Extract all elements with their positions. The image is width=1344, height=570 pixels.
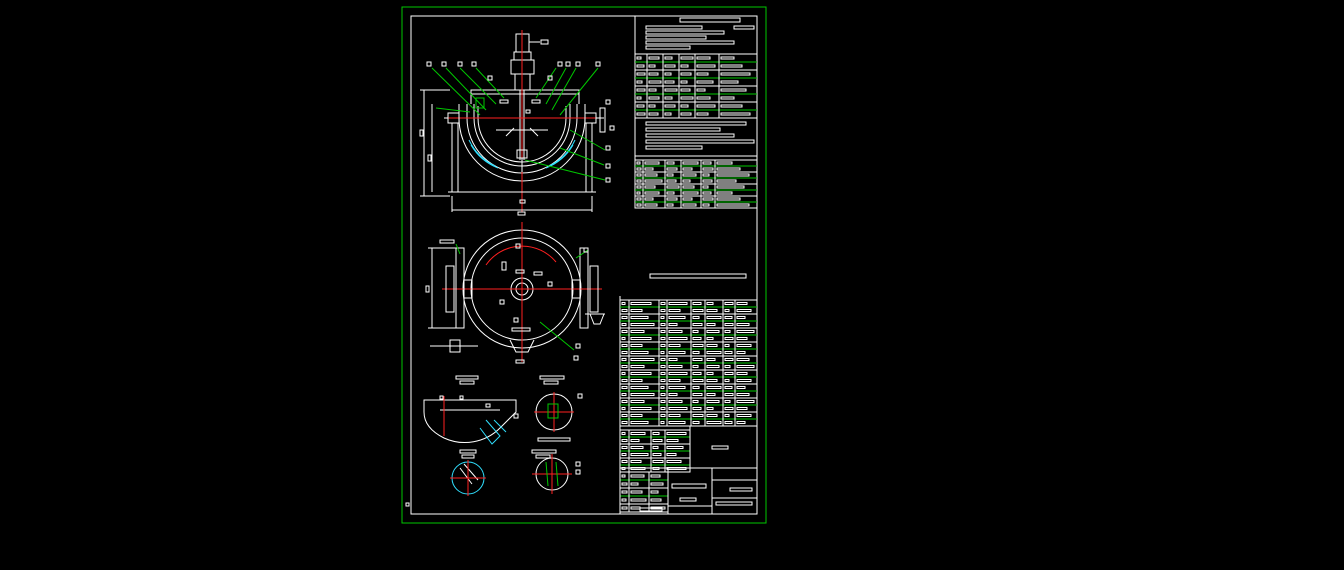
detail-elbow <box>450 449 486 496</box>
detail-outlet <box>423 375 519 445</box>
frame-marker <box>405 502 410 507</box>
detail-flange <box>534 375 583 442</box>
technical-characteristics-table <box>634 15 758 55</box>
nozzle-table <box>634 53 758 119</box>
front-section-view <box>419 30 615 216</box>
title-block <box>619 425 758 515</box>
detail-sight-glass <box>531 449 581 494</box>
parts-list-heading <box>649 273 747 279</box>
outer-frame <box>401 6 767 524</box>
technical-requirements-notes <box>634 117 758 157</box>
top-plan-view <box>425 222 605 364</box>
nozzle-list-table <box>634 159 758 209</box>
parts-list-table <box>619 299 758 513</box>
inner-frame <box>410 15 758 515</box>
